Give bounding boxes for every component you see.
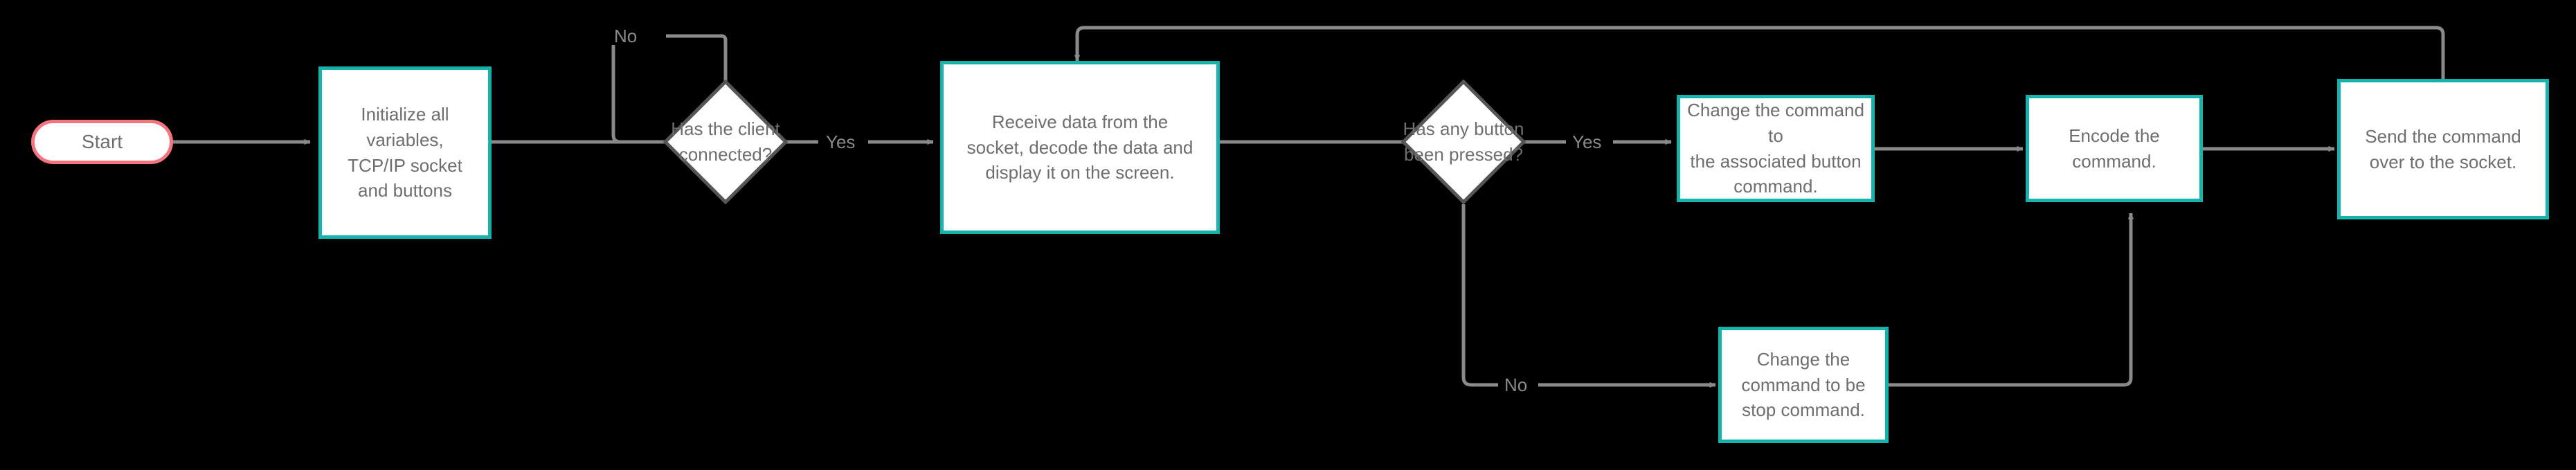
- edge-stop-to-encode: [1887, 213, 2134, 387]
- node-client-connected-label: Has the client connected?: [671, 118, 780, 165]
- node-change-to-button-command-label: Change the command to the associated but…: [1687, 99, 1864, 197]
- node-change-to-button-command[interactable]: Change the command to the associated but…: [1677, 95, 1875, 202]
- node-send-command[interactable]: Send the command over to the socket.: [2337, 79, 2549, 219]
- node-encode-command[interactable]: Encode the command.: [2026, 95, 2203, 202]
- node-button-pressed-label: Has any button been pressed?: [1403, 118, 1524, 165]
- diamond-shape-client-connected: [663, 80, 788, 204]
- node-receive-data-label: Receive data from the socket, decode the…: [966, 111, 1194, 183]
- node-encode-command-label: Encode the command.: [2069, 125, 2160, 172]
- diamond-shape-button-pressed: [1401, 80, 1526, 204]
- node-start[interactable]: Start: [31, 120, 173, 164]
- edge-label-client-yes: Yes: [821, 133, 861, 151]
- node-initialize[interactable]: Initialize all variables, TCP/IP socket …: [318, 66, 492, 239]
- edge-label-button-yes: Yes: [1567, 133, 1607, 151]
- edge-label-button-no: No: [1499, 376, 1533, 394]
- edge-client-no-loop: [666, 34, 728, 82]
- node-initialize-label: Initialize all variables, TCP/IP socket …: [348, 103, 462, 201]
- node-change-to-stop-command-label: Change the command to be stop command.: [1741, 348, 1866, 421]
- node-start-label: Start: [81, 131, 123, 153]
- node-send-command-label: Send the command over to the socket.: [2365, 125, 2521, 172]
- node-client-connected[interactable]: Has the client connected?: [663, 80, 788, 204]
- edge-send-feedback-to-receive: [1074, 26, 2445, 80]
- node-button-pressed[interactable]: Has any button been pressed?: [1401, 80, 1526, 204]
- edge-label-client-no: No: [609, 27, 642, 45]
- edge-button-no-down: [1461, 204, 1498, 387]
- node-receive-data[interactable]: Receive data from the socket, decode the…: [940, 61, 1220, 234]
- node-change-to-stop-command[interactable]: Change the command to be stop command.: [1718, 327, 1889, 443]
